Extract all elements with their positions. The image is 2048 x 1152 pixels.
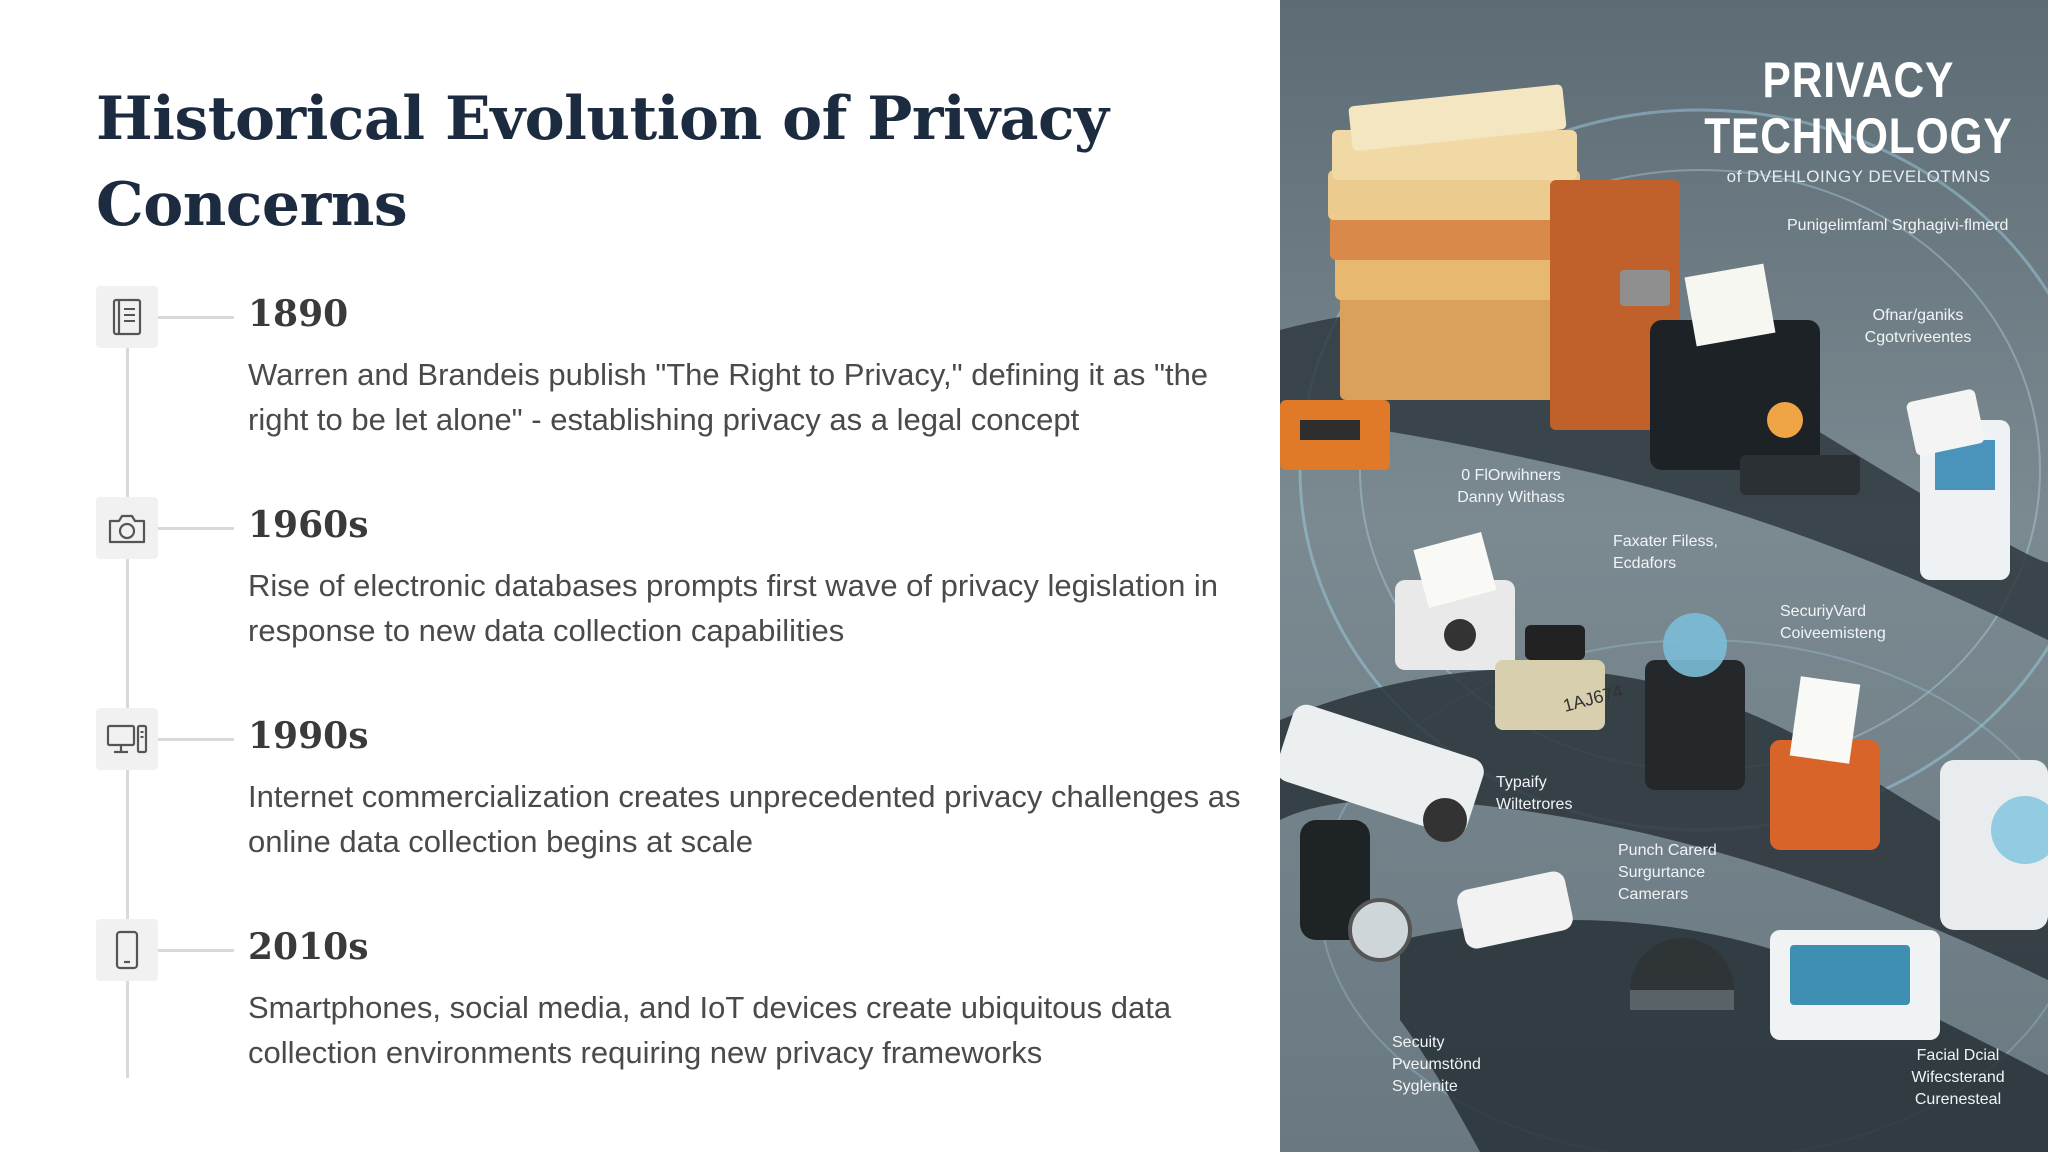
- illustration-label: Punigelimfaml Srghagivi-flmerd: [1787, 217, 2009, 234]
- illustration-artwork: 1AJ674: [1280, 84, 2048, 1152]
- timeline-year: 1960s: [248, 504, 369, 546]
- timeline-line: [126, 318, 129, 1078]
- timeline-year: 1990s: [248, 715, 369, 757]
- smartphone-icon: [96, 919, 158, 981]
- camera-icon: [96, 497, 158, 559]
- illustration-subtitle: of DVEHLOINGY DEVELOTMNS: [1726, 167, 1991, 186]
- timeline-connector: [158, 316, 234, 319]
- timeline-description: Rise of electronic databases prompts fir…: [248, 568, 1219, 648]
- illustration-label: SecuriyVard Coiveemisteng: [1780, 603, 1886, 642]
- illustration-label: 0 FlOrwihners Danny Withass: [1457, 467, 1565, 506]
- page-title: Historical Evolution of Privacy Concerns: [96, 84, 1109, 240]
- illustration-title: PRIVACY TECHNOLOGY of DVEHLOINGY DEVELOT…: [1677, 52, 2040, 190]
- illustration-title-line2: TECHNOLOGY: [1704, 108, 2013, 164]
- timeline-connector: [158, 527, 234, 530]
- illustration-label: Punch Carerd Surgurtance Camerars: [1618, 842, 1717, 903]
- timeline-description: Warren and Brandeis publish "The Right t…: [248, 357, 1209, 437]
- illustration-label: Ofnar/ganiks Cgotvriveentes: [1864, 307, 1972, 346]
- timeline-year: 1890: [248, 293, 349, 335]
- illustration-label: Typaify Wiltetrores: [1496, 774, 1573, 813]
- timeline-year: 2010s: [248, 926, 369, 968]
- illustration-label: Faxater Filess, Ecdafors: [1613, 533, 1718, 572]
- illustration-label: Facial Dcial Wifecsterand Curenesteal: [1911, 1047, 2005, 1108]
- timeline-connector: [158, 738, 234, 741]
- timeline-description: Internet commercialization creates unpre…: [248, 779, 1241, 859]
- illustration-label: Secuity Pveumstönd Syglenite: [1392, 1034, 1481, 1095]
- privacy-technology-illustration: 1AJ674 P: [1280, 0, 2048, 1152]
- timeline-connector: [158, 949, 234, 952]
- illustration-title-line1: PRIVACY: [1762, 52, 1955, 108]
- computer-icon: [96, 708, 158, 770]
- book-icon: [96, 286, 158, 348]
- timeline-description: Smartphones, social media, and IoT devic…: [248, 990, 1172, 1070]
